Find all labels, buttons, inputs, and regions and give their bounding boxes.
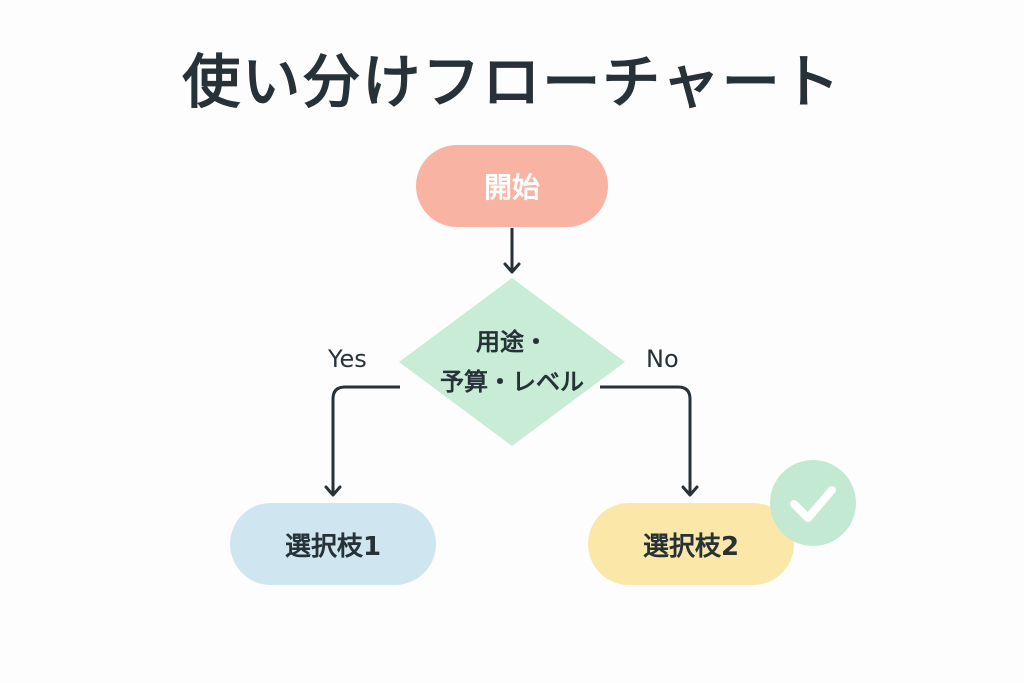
option-1-node: 選択枝1	[230, 503, 436, 585]
arrow-no-branch	[600, 385, 699, 497]
yes-branch-label: Yes	[328, 345, 367, 373]
decision-diamond	[399, 278, 625, 446]
start-node-label: 開始	[483, 171, 540, 204]
start-node: 開始	[416, 145, 608, 227]
check-circle-icon	[770, 460, 856, 546]
chart-title: 使い分けフローチャート	[182, 48, 842, 116]
checkmark-icon	[790, 486, 836, 522]
decision-line-1: 用途・	[476, 328, 548, 356]
decision-node-label: 用途・ 予算・レベル	[412, 312, 612, 412]
option-2-label: 選択枝2	[642, 531, 740, 562]
arrow-yes-branch	[324, 385, 400, 497]
option-1-label: 選択枝1	[284, 531, 382, 562]
no-branch-label: No	[646, 345, 679, 373]
decision-line-2: 予算・レベル	[440, 368, 584, 396]
option-2-node: 選択枝2	[588, 503, 794, 585]
